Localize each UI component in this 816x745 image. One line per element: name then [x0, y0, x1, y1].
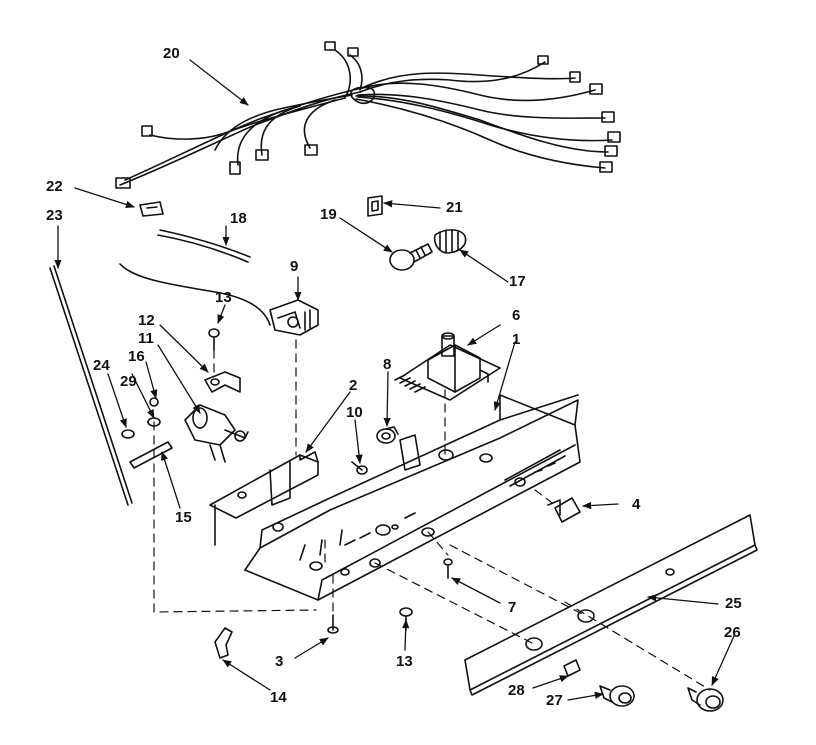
control-board-6	[394, 332, 501, 401]
callout-13-upper: 13	[215, 289, 232, 306]
clip-22	[139, 201, 164, 217]
callout-19: 19	[320, 206, 337, 223]
callout-21: 21	[446, 199, 463, 216]
callout-7: 7	[508, 599, 517, 616]
rod-23	[49, 265, 133, 506]
callout-8: 8	[383, 356, 392, 373]
screw-10	[351, 461, 368, 475]
screw-3	[327, 614, 339, 634]
callout-23: 23	[46, 207, 63, 224]
screw-13-upper	[208, 328, 220, 351]
callout-24: 24	[93, 357, 110, 374]
callout-18: 18	[230, 210, 247, 227]
screw-7	[443, 558, 453, 579]
wire-harness	[115, 41, 621, 189]
callout-14: 14	[270, 689, 287, 706]
bracket-21	[367, 195, 383, 217]
callout-16: 16	[128, 348, 145, 365]
clip-4	[547, 497, 581, 523]
callout-12: 12	[138, 312, 155, 329]
callout-6: 6	[512, 307, 521, 324]
callout-10: 10	[346, 404, 363, 421]
callout-arrows	[54, 59, 735, 701]
shaft-28	[563, 659, 581, 677]
callout-26: 26	[724, 624, 741, 641]
lever-15	[129, 441, 173, 469]
assembly-lines	[153, 339, 711, 691]
bracket-12	[204, 371, 241, 393]
callout-9: 9	[290, 258, 299, 275]
washer-24	[121, 429, 135, 439]
clip-14	[214, 627, 233, 659]
tube-18	[157, 229, 251, 263]
callout-1: 1	[512, 331, 521, 348]
callout-4: 4	[632, 496, 641, 513]
control-panel-25	[464, 514, 758, 696]
light-bulb-19	[389, 243, 433, 271]
bracket-2	[209, 451, 319, 546]
grommet-8	[376, 426, 399, 444]
callout-28: 28	[508, 682, 525, 699]
switch-11	[184, 404, 249, 463]
callout-29: 29	[120, 373, 137, 390]
callout-22: 22	[46, 178, 63, 195]
callout-11: 11	[138, 330, 154, 347]
callout-2: 2	[349, 377, 358, 394]
knob-26	[687, 687, 724, 712]
callout-15: 15	[175, 509, 192, 526]
callout-27: 27	[546, 692, 563, 709]
callout-17: 17	[509, 273, 526, 290]
socket-17	[433, 229, 467, 254]
callout-25: 25	[725, 595, 742, 612]
control-housing-1	[244, 394, 581, 601]
callout-20: 20	[163, 45, 180, 62]
knob-27	[599, 685, 635, 707]
callout-3: 3	[275, 653, 284, 670]
callout-13-lower: 13	[396, 653, 413, 670]
